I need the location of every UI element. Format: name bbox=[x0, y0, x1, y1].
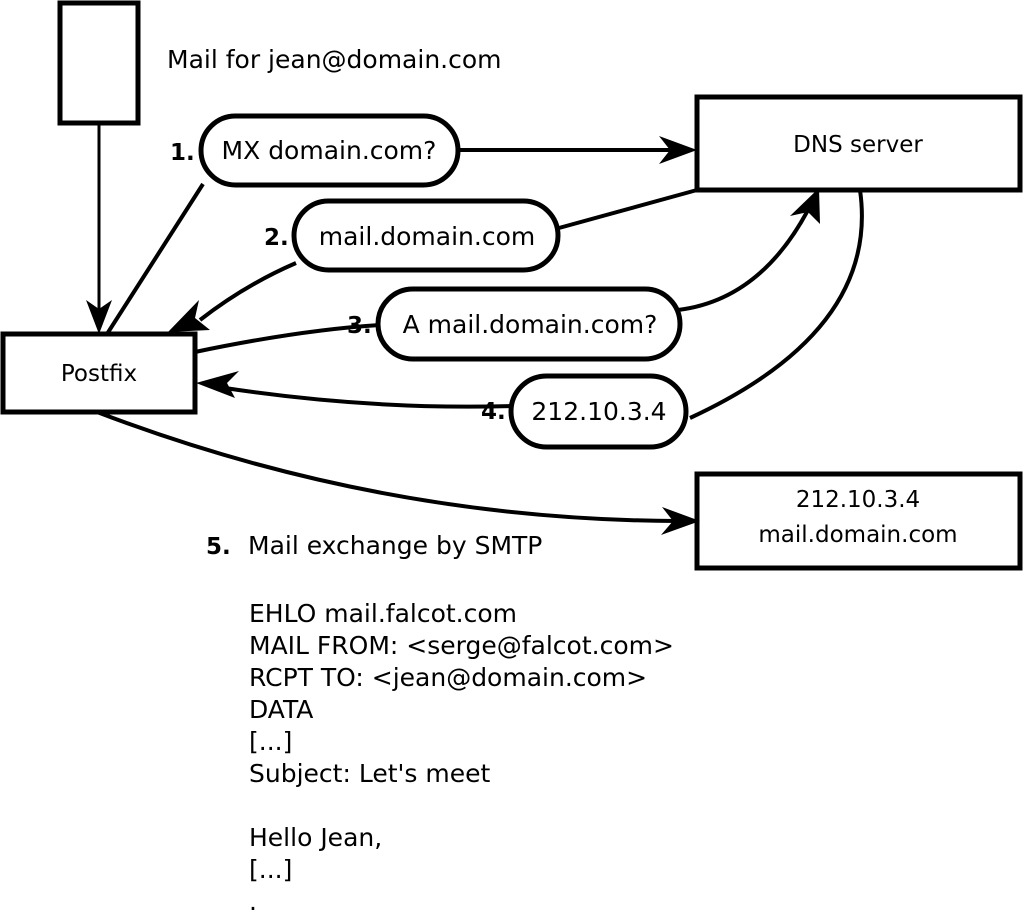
step-2-number: 2. bbox=[264, 225, 289, 251]
connector-dns-to-step2 bbox=[547, 188, 698, 233]
connector-postfix-to-step3 bbox=[194, 323, 381, 354]
node-mailserver-hostname: mail.domain.com bbox=[758, 522, 957, 548]
step-3-number: 3. bbox=[347, 313, 372, 339]
step-5-number: 5. bbox=[206, 534, 231, 560]
bubble-step-2 bbox=[291, 198, 561, 273]
connector-dns-to-step4 bbox=[689, 189, 864, 420]
connector-postfix-to-step1 bbox=[105, 182, 205, 336]
transcript-line-0: EHLO mail.falcot.com bbox=[249, 599, 517, 628]
step-4-label: 212.10.3.4 bbox=[531, 397, 666, 426]
transcript-line-7: Hello Jean, bbox=[249, 823, 382, 852]
arrowhead-step4-to-postfix bbox=[196, 371, 239, 398]
step-4-number: 4. bbox=[481, 399, 506, 425]
connector-step3-to-dns bbox=[677, 209, 810, 312]
node-mailserver-ip: 212.10.3.4 bbox=[796, 487, 920, 513]
connector-postfix-to-mailserver bbox=[96, 410, 679, 523]
step-3-label: A mail.domain.com? bbox=[403, 310, 658, 339]
transcript-line-9: . bbox=[249, 887, 257, 916]
step-5-label: Mail exchange by SMTP bbox=[248, 531, 542, 560]
node-dns-label: DNS server bbox=[793, 132, 923, 158]
transcript-line-3: DATA bbox=[249, 695, 313, 724]
node-postfix-box bbox=[0, 331, 198, 415]
connector-step4-to-postfix bbox=[224, 386, 513, 409]
arrowhead-postfix-to-mailserver bbox=[661, 507, 700, 535]
arrowhead-step2-to-postfix bbox=[168, 300, 210, 332]
transcript-line-1: MAIL FROM: <serge@falcot.com> bbox=[249, 631, 674, 660]
transcript-line-4: [...] bbox=[249, 727, 292, 756]
arrowhead-step1-to-dns bbox=[659, 136, 697, 164]
transcript-line-2: RCPT TO: <jean@domain.com> bbox=[249, 663, 647, 692]
connector-step2-to-postfix bbox=[198, 261, 297, 322]
node-sender-box bbox=[57, 0, 141, 126]
step-1-label: MX domain.com? bbox=[222, 136, 437, 165]
node-dns-box bbox=[694, 94, 1023, 193]
arrowhead-step3-to-dns bbox=[790, 188, 820, 224]
arrowhead-sender-to-postfix bbox=[86, 300, 112, 334]
transcript-line-5: Subject: Let's meet bbox=[249, 759, 490, 788]
bubble-step-3 bbox=[375, 286, 683, 362]
step-1-number: 1. bbox=[170, 140, 195, 166]
step-2-label: mail.domain.com bbox=[319, 222, 535, 251]
bubble-step-4 bbox=[508, 373, 689, 450]
diagram-title: Mail for jean@domain.com bbox=[167, 45, 502, 74]
bubble-step-1 bbox=[198, 113, 461, 188]
node-postfix-label: Postfix bbox=[61, 361, 137, 387]
transcript-line-8: [...] bbox=[249, 855, 292, 884]
